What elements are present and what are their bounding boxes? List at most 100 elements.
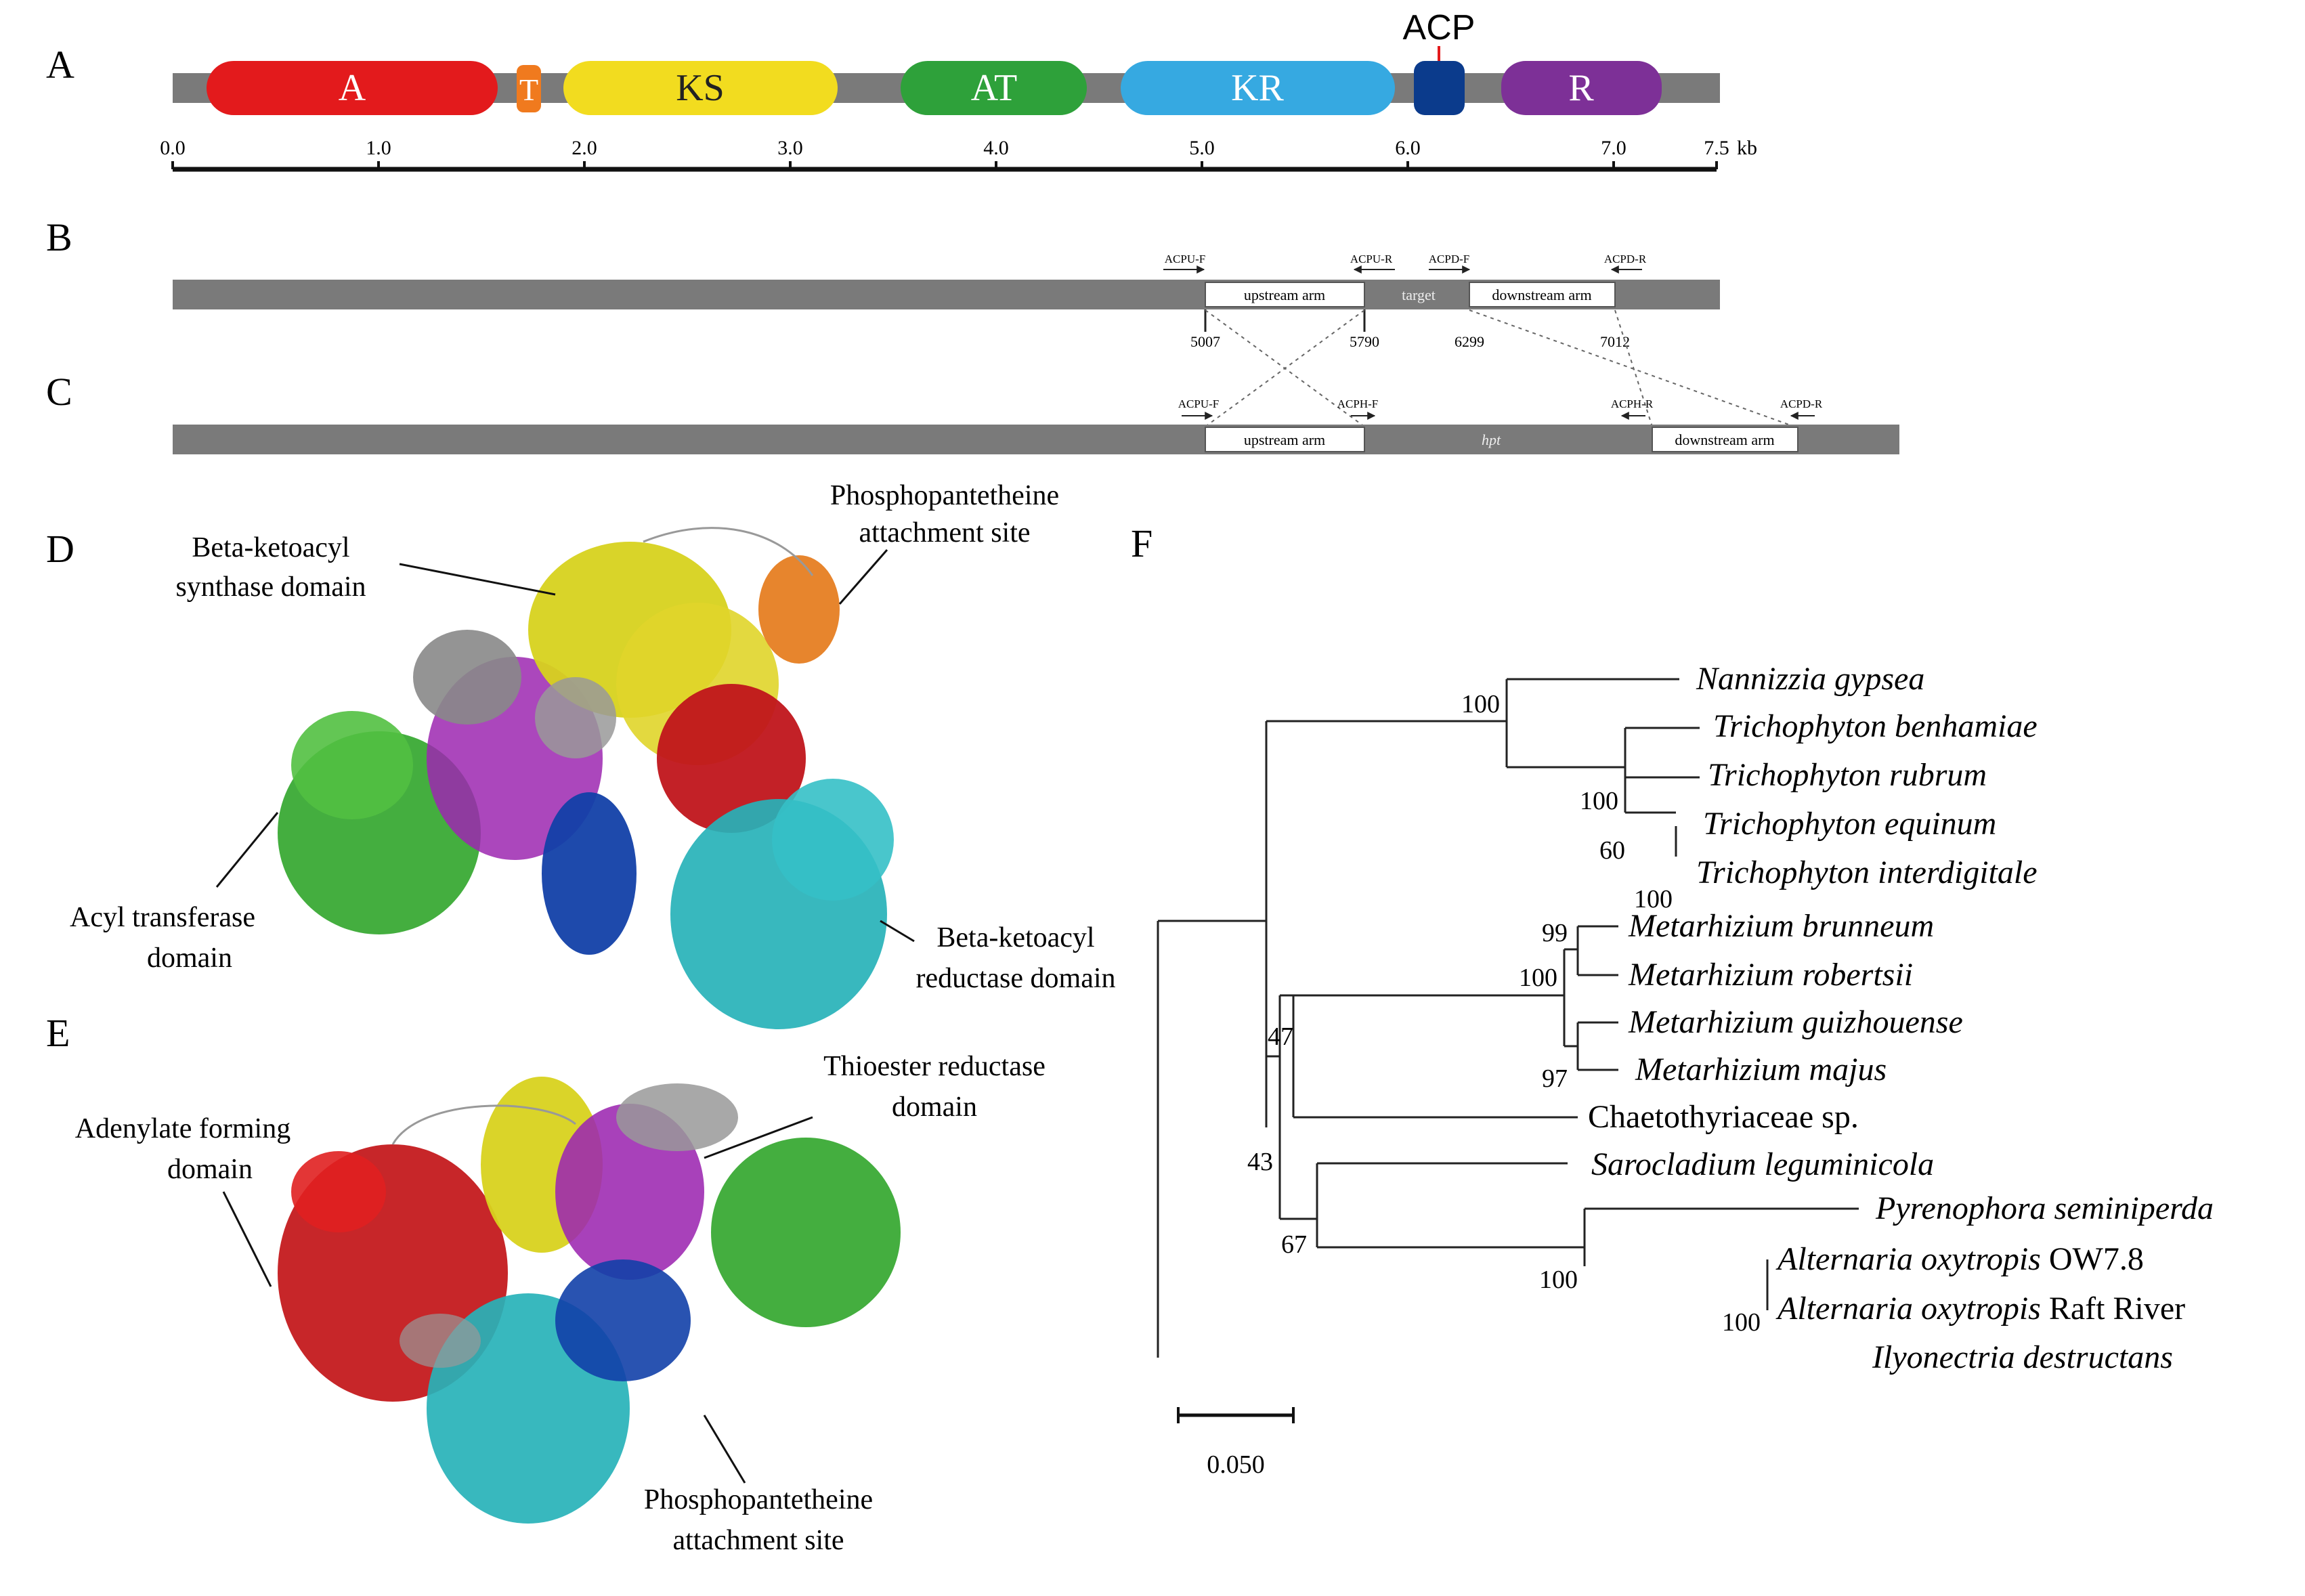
downstream-arm-b	[1469, 282, 1616, 307]
segment-label-a: A	[339, 67, 366, 109]
domain-acp	[1414, 61, 1465, 115]
segment-label-r: R	[1568, 67, 1594, 109]
kb-tick-label: 2.0	[572, 137, 597, 159]
bootstrap-value: 60	[1599, 836, 1625, 865]
thioester-label-1: Thioester reductase	[823, 1051, 1046, 1082]
coord-5007: 5007	[1190, 333, 1220, 350]
kb-tick-label: 5.0	[1189, 137, 1215, 159]
at-domain-label-2: domain	[147, 943, 232, 974]
bootstrap-value: 100	[1461, 690, 1500, 718]
segment-label-at: AT	[971, 67, 1017, 109]
homologous-recombination-lines	[1205, 309, 1795, 427]
downstream-arm-label-b: downstream arm	[1492, 286, 1591, 303]
pp-leader-d	[838, 549, 888, 605]
kb-tick-label: 1.0	[366, 137, 391, 159]
taxon-label: Metarhizium brunneum	[1628, 908, 1934, 944]
upstream-arm-label-c: upstream arm	[1244, 431, 1325, 448]
downstream-arm-label-c: downstream arm	[1675, 431, 1774, 448]
taxon-label: Alternaria oxytropis OW7.8	[1775, 1241, 2144, 1277]
taxon-label: Metarhizium robertsii	[1628, 957, 1913, 993]
upstream-arm-b	[1205, 282, 1365, 307]
primer-acpu-f-b: ACPU-F	[1165, 253, 1205, 265]
bootstrap-value: 100	[1722, 1308, 1761, 1337]
kr-domain-label-1: Beta-ketoacyl	[936, 922, 1094, 953]
bootstrap-value: 100	[1519, 964, 1557, 992]
kb-tick-label: 0.0	[160, 137, 186, 159]
kb-tick-label: 7.0	[1601, 137, 1627, 159]
taxon-label: Ilyonectria destructans	[1872, 1339, 2173, 1375]
ks-leader	[399, 563, 556, 596]
thioester-label-2: domain	[892, 1092, 977, 1123]
pp-label-d-2: attachment site	[859, 517, 1030, 548]
panel-label-e: E	[46, 1011, 70, 1055]
ks-domain-label-1: Beta-ketoacyl	[192, 532, 349, 563]
kb-tick-label: 7.5	[1704, 137, 1729, 159]
taxon-label: Metarhizium majus	[1635, 1052, 1887, 1087]
panel-label-a: A	[46, 43, 74, 87]
ks-domain-label-2: synthase domain	[175, 571, 366, 603]
pp-label-e-1: Phosphopantetheine	[644, 1484, 873, 1515]
acp-label: ACP	[1403, 8, 1475, 47]
domain-a	[207, 61, 498, 115]
taxon-label: Alternaria oxytropis Raft River	[1775, 1291, 2185, 1327]
primer-acpd-f-b: ACPD-F	[1429, 253, 1469, 265]
taxon-label: Trichophyton interdigitale	[1696, 855, 2038, 890]
bootstrap-value: 67	[1281, 1230, 1307, 1259]
bootstrap-value: 100	[1580, 787, 1618, 815]
locus-bar-b	[173, 280, 1720, 309]
taxon-label: Sarocladium leguminicola	[1591, 1146, 1934, 1182]
domain-t	[517, 65, 541, 112]
domain-ks	[563, 61, 838, 115]
scale-bar-label: 0.050	[1207, 1450, 1265, 1479]
taxon-label: Trichophyton benhamiae	[1713, 708, 2038, 744]
segment-label-kr: KR	[1231, 67, 1284, 109]
taxon-label: Trichophyton rubrum	[1708, 757, 1987, 793]
adenylate-label-2: domain	[167, 1154, 253, 1185]
pp-label-d-1: Phosphopantetheine	[830, 480, 1059, 511]
domain-r	[1501, 61, 1662, 115]
panel-label-f: F	[1131, 521, 1152, 565]
tree-branches	[1157, 678, 1859, 1358]
primer-acpd-r-b: ACPD-R	[1604, 253, 1647, 265]
primer-acpu-r-b: ACPU-R	[1350, 253, 1393, 265]
panel-label-b: B	[46, 215, 72, 259]
bootstrap-value: 47	[1268, 1022, 1293, 1051]
at-leader	[215, 812, 279, 888]
upstream-arm-label-b: upstream arm	[1244, 286, 1325, 303]
coord-6299: 6299	[1455, 333, 1484, 350]
taxon-label: Chaetothyriaceae sp.	[1588, 1099, 1859, 1135]
segment-label-t: T	[519, 72, 538, 107]
panel-label-d: D	[46, 527, 74, 571]
target-label: target	[1402, 286, 1436, 303]
kb-tick-label: 3.0	[777, 137, 803, 159]
kb-tick-label: 6.0	[1395, 137, 1421, 159]
primer-acpd-r-c: ACPD-R	[1780, 397, 1823, 410]
protein-structure-e	[278, 1077, 901, 1524]
kr-domain-label-2: reductase domain	[915, 963, 1115, 994]
kb-unit: kb	[1737, 137, 1757, 159]
locus-bar-c	[173, 425, 1899, 454]
segment-label-ks: KS	[676, 67, 725, 109]
domain-at	[901, 61, 1087, 115]
taxon-label: Trichophyton equinum	[1703, 806, 1996, 842]
taxon-label: Nannizzia gypsea	[1696, 661, 1924, 697]
pp-label-e-2: attachment site	[672, 1525, 844, 1556]
protein-structure-d	[278, 527, 894, 1029]
coord-5790: 5790	[1350, 333, 1379, 350]
panel-label-c: C	[46, 370, 72, 414]
taxon-label: Pyrenophora seminiperda	[1875, 1190, 2214, 1226]
bootstrap-value: 100	[1634, 885, 1673, 913]
downstream-arm-c	[1652, 427, 1798, 452]
adenylate-label-1: Adenylate forming	[75, 1113, 290, 1144]
primer-acpu-f-c: ACPU-F	[1178, 397, 1219, 410]
kr-leader	[880, 920, 915, 943]
primer-acph-r-c: ACPH-R	[1611, 397, 1654, 410]
bootstrap-value: 97	[1542, 1064, 1568, 1093]
bootstrap-value: 43	[1247, 1148, 1273, 1176]
taxon-label: Metarhizium guizhouense	[1628, 1004, 1963, 1040]
domain-kr	[1121, 61, 1395, 115]
pp-leader-e	[703, 1415, 746, 1484]
